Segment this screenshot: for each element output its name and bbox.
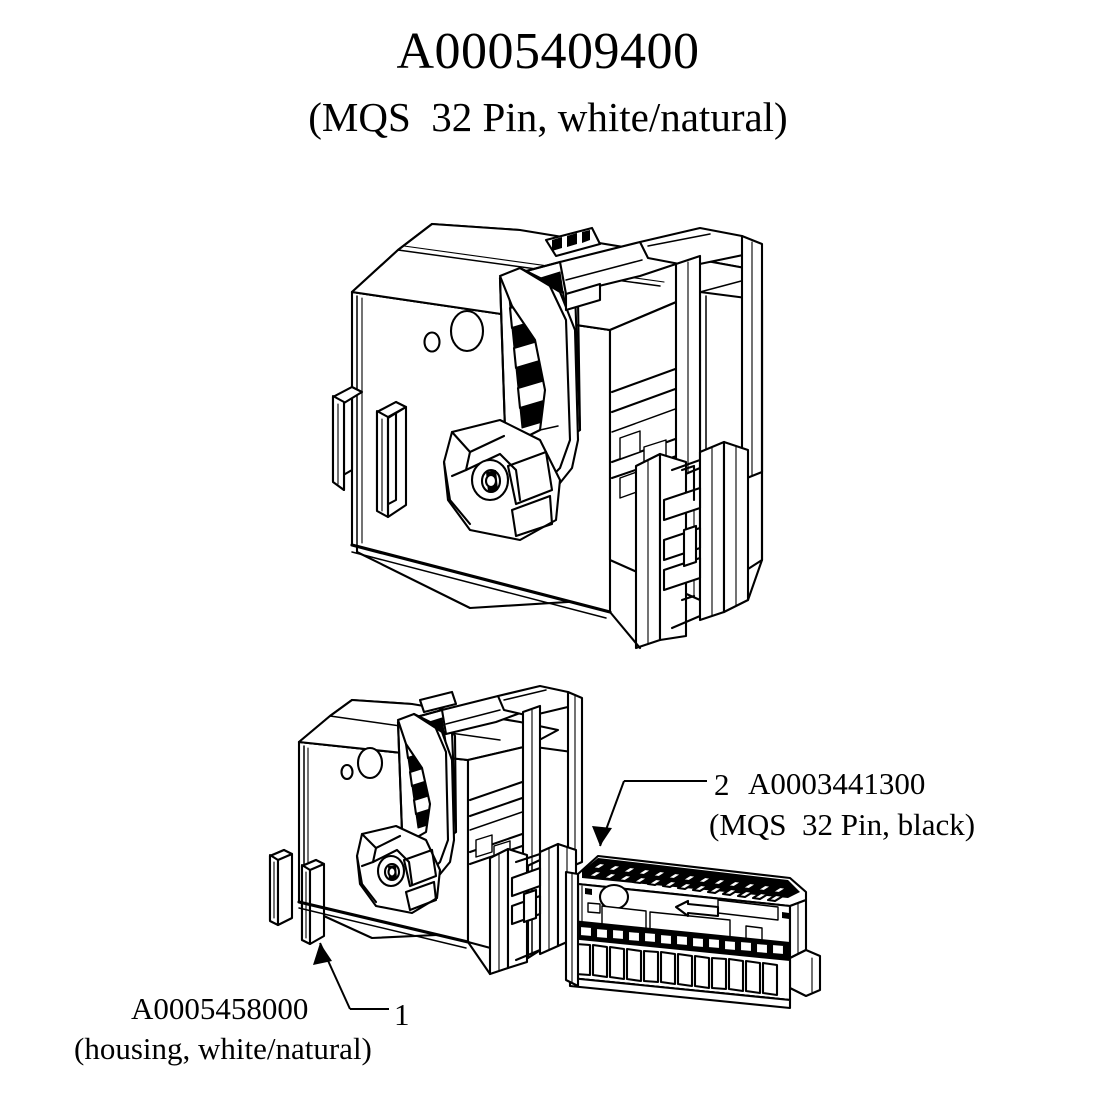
arrow-left-marking — [674, 899, 720, 918]
leader-arrowhead — [313, 943, 332, 965]
hole-large — [449, 309, 485, 353]
callout-2-description: (MQS 32 Pin, black) — [709, 807, 976, 842]
hole-small — [423, 331, 441, 353]
figure-terminal-block — [564, 854, 822, 1010]
pivot-hub-2 — [355, 824, 442, 915]
top-bail — [558, 226, 764, 482]
circle-marking — [598, 883, 630, 911]
locking-comb — [578, 924, 786, 957]
callout-2-leader — [592, 780, 707, 847]
top-bail-2 — [418, 684, 584, 870]
figure-exploded-housing — [268, 684, 584, 976]
callout-1-index: 1 — [394, 997, 410, 1032]
hole-large — [356, 746, 384, 780]
callout-2-part-number: A0003441300 — [748, 766, 926, 801]
pin-cavity-grid — [586, 861, 789, 903]
figure-assembled-connector — [331, 222, 764, 650]
leader-arrowhead — [592, 826, 612, 846]
pivot-hub — [442, 418, 562, 542]
hole-small — [340, 763, 354, 781]
page-title: A0005409400 — [396, 23, 700, 80]
callout-1-part-number: A0005458000 — [131, 991, 309, 1026]
cage-structure — [634, 440, 750, 650]
callout-1-leader — [313, 942, 389, 1010]
callout-2-index: 2 — [714, 767, 730, 802]
page-subtitle: (MQS 32 Pin, white/natural) — [308, 94, 788, 140]
top-window-slots — [544, 226, 602, 258]
callout-1-description: (housing, white/natural) — [74, 1031, 372, 1066]
cavity-row-lower — [574, 942, 779, 997]
small-rect-marking — [587, 902, 601, 914]
